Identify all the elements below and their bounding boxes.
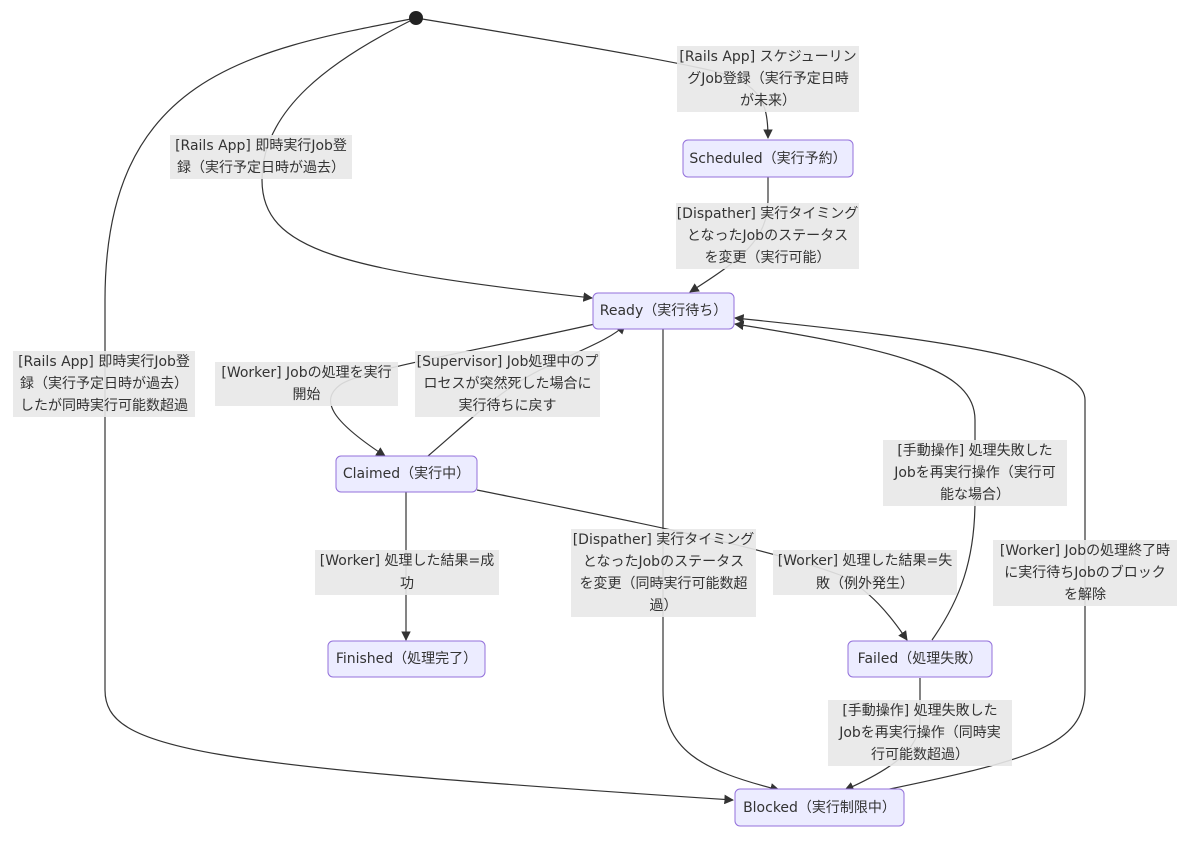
state-claimed-label: Claimed（実行中） — [343, 466, 470, 482]
label-ready-to-claimed-line-2: 開始 — [293, 387, 321, 403]
label-claimed-to-ready-line-1: [Supervisor] Job処理中のプ — [417, 354, 599, 370]
label-blocked-to-ready-line-3: を解除 — [1064, 587, 1106, 603]
states: Scheduled（実行予約） Ready（実行待ち） Claimed（実行中）… — [327, 139, 993, 827]
state-finished-label: Finished（処理完了） — [336, 651, 477, 667]
label-start-to-scheduled-line-2: グJob登録（実行予定日時 — [687, 71, 849, 87]
label-start-to-blocked-line-3: したが同時実行可能数超過 — [20, 398, 188, 414]
label-scheduled-to-ready-line-1: [Dispather] 実行タイミング — [677, 206, 859, 222]
label-ready-to-blocked-line-4: 過） — [650, 598, 678, 614]
edge-start-to-ready — [261, 17, 593, 302]
edge-failed-to-ready — [734, 320, 976, 641]
state-blocked-label: Blocked（実行制限中） — [743, 800, 896, 816]
label-start-to-ready-line-1: [Rails App] 即時実行Job登 — [175, 138, 347, 154]
label-scheduled-to-ready: [Dispather] 実行タイミング となったJobのステータス を変更（実行… — [676, 203, 859, 269]
label-blocked-to-ready: [Worker] Jobの処理終了時 に実行待ちJobのブロック を解除 — [993, 540, 1177, 606]
label-start-to-scheduled-line-3: が未来） — [740, 93, 796, 109]
label-claimed-to-failed-line-2: 敗（例外発生） — [816, 576, 914, 592]
start-point-icon — [409, 11, 423, 25]
label-start-to-scheduled-line-1: [Rails App] スケジューリン — [679, 49, 856, 65]
state-blocked: Blocked（実行制限中） — [734, 788, 905, 827]
state-finished: Finished（処理完了） — [327, 640, 486, 678]
label-failed-to-blocked-line-1: [手動操作] 処理失敗した — [842, 703, 997, 719]
state-scheduled-label: Scheduled（実行予約） — [689, 151, 846, 167]
label-start-to-blocked-line-2: 録（実行予定日時が過去） — [20, 376, 188, 392]
label-start-to-ready: [Rails App] 即時実行Job登 録（実行予定日時が過去） — [170, 135, 352, 179]
label-start-to-blocked-line-1: [Rails App] 即時実行Job登 — [18, 354, 190, 370]
label-scheduled-to-ready-line-3: を変更（実行可能） — [705, 249, 831, 266]
label-failed-to-ready-line-3: 能な場合） — [940, 487, 1010, 503]
label-claimed-to-ready: [Supervisor] Job処理中のプ ロセスが突然死した場合に 実行待ちに… — [415, 351, 600, 417]
label-ready-to-blocked-line-2: となったJobのステータス — [583, 554, 744, 570]
label-start-to-ready-line-2: 録（実行予定日時が過去） — [177, 160, 345, 176]
label-scheduled-to-ready-line-2: となったJobのステータス — [687, 228, 848, 244]
label-ready-to-claimed: [Worker] Jobの処理を実行 開始 — [215, 362, 398, 406]
state-failed-label: Failed（処理失敗） — [858, 651, 983, 667]
label-claimed-to-failed: [Worker] 処理した結果=失 敗（例外発生） — [773, 550, 957, 595]
state-ready: Ready（実行待ち） — [592, 292, 735, 330]
state-failed: Failed（処理失敗） — [847, 640, 993, 678]
label-claimed-to-ready-line-2: ロセスが突然死した場合に — [424, 375, 592, 392]
state-ready-label: Ready（実行待ち） — [600, 303, 727, 319]
label-failed-to-blocked-line-3: 行可能数超過） — [871, 747, 969, 763]
label-claimed-to-finished: [Worker] 処理した結果=成 功 — [315, 550, 499, 595]
edge-labels: [Rails App] スケジューリン グJob登録（実行予定日時 が未来） [… — [13, 46, 1177, 766]
state-scheduled: Scheduled（実行予約） — [682, 139, 854, 178]
label-ready-to-blocked-line-3: を変更（同時実行可能数超 — [580, 575, 748, 592]
state-claimed: Claimed（実行中） — [335, 455, 478, 493]
label-failed-to-ready-line-2: Jobを再実行操作（実行可 — [893, 465, 1056, 481]
label-claimed-to-finished-line-1: [Worker] 処理した結果=成 — [320, 553, 494, 569]
label-claimed-to-failed-line-1: [Worker] 処理した結果=失 — [778, 553, 952, 569]
label-claimed-to-finished-line-2: 功 — [400, 576, 414, 592]
label-ready-to-claimed-line-1: [Worker] Jobの処理を実行 — [221, 365, 391, 381]
label-failed-to-blocked: [手動操作] 処理失敗した Jobを再実行操作（同時実 行可能数超過） — [828, 700, 1012, 766]
edge-ready-to-blocked — [662, 328, 780, 793]
label-failed-to-blocked-line-2: Jobを再実行操作（同時実 — [838, 725, 1001, 741]
edge-start-to-blocked — [104, 17, 734, 805]
label-blocked-to-ready-line-2: に実行待ちJobのブロック — [1004, 564, 1166, 581]
label-claimed-to-ready-line-3: 実行待ちに戻す — [459, 398, 557, 414]
label-failed-to-ready-line-1: [手動操作] 処理失敗した — [897, 443, 1052, 459]
label-ready-to-blocked: [Dispather] 実行タイミング となったJobのステータス を変更（同時… — [571, 529, 756, 617]
label-failed-to-ready: [手動操作] 処理失敗した Jobを再実行操作（実行可 能な場合） — [883, 440, 1067, 506]
label-ready-to-blocked-line-1: [Dispather] 実行タイミング — [573, 532, 755, 548]
label-blocked-to-ready-line-1: [Worker] Jobの処理終了時 — [1000, 543, 1170, 559]
label-start-to-scheduled: [Rails App] スケジューリン グJob登録（実行予定日時 が未来） — [677, 46, 859, 112]
label-start-to-blocked: [Rails App] 即時実行Job登 録（実行予定日時が過去） したが同時実… — [13, 351, 195, 417]
